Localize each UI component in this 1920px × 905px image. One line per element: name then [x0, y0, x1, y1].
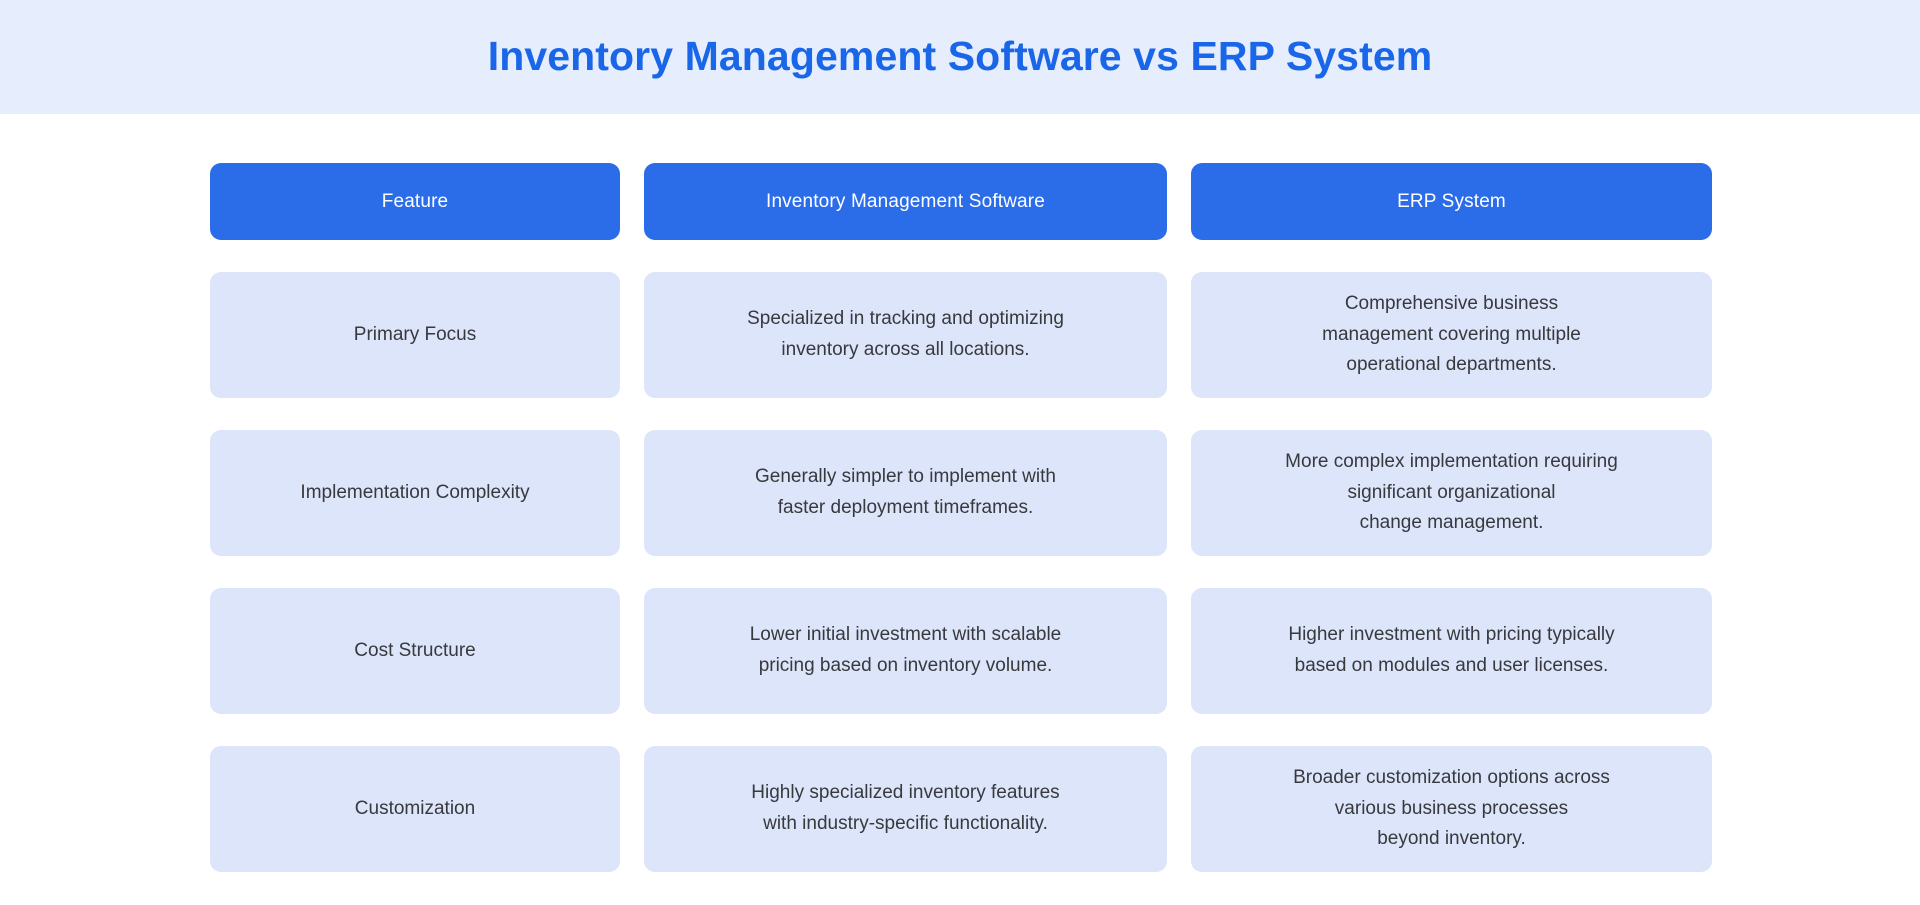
cell-text: Implementation Complexity — [300, 481, 530, 503]
table-row: Cost Structure Lower initial investment … — [210, 588, 1712, 714]
cell-text: Cost Structure — [354, 639, 476, 661]
cell-erp-implementation-complexity[interactable]: More complex implementation requiring si… — [1191, 430, 1712, 556]
table-row: Implementation Complexity Generally simp… — [210, 430, 1712, 556]
cell-erp-customization[interactable]: Broader customization options across var… — [1191, 746, 1712, 872]
column-header-inventory-management-software[interactable]: Inventory Management Software — [644, 163, 1167, 240]
title-banner: Inventory Management Software vs ERP Sys… — [0, 0, 1920, 114]
cell-inventory-implementation-complexity[interactable]: Generally simpler to implement with fast… — [644, 430, 1167, 556]
page-title: Inventory Management Software vs ERP Sys… — [487, 33, 1433, 80]
comparison-table: Feature Inventory Management Software ER… — [210, 163, 1712, 872]
cell-feature-primary-focus[interactable]: Primary Focus — [210, 272, 620, 398]
cell-text: Higher investment with pricing typically… — [1288, 624, 1615, 676]
table-row: Primary Focus Specialized in tracking an… — [210, 272, 1712, 398]
cell-text: Customization — [354, 797, 476, 819]
cell-inventory-primary-focus[interactable]: Specialized in tracking and optimizing i… — [644, 272, 1167, 398]
cell-feature-cost-structure[interactable]: Cost Structure — [210, 588, 620, 714]
column-header-erp-system[interactable]: ERP System — [1191, 163, 1712, 240]
column-header-feature[interactable]: Feature — [210, 163, 620, 240]
column-header-feature-label: Feature — [381, 190, 449, 212]
cell-feature-customization[interactable]: Customization — [210, 746, 620, 872]
cell-text: Broader customization options across var… — [1293, 766, 1610, 850]
cell-text: Specialized in tracking and optimizing i… — [747, 308, 1064, 360]
cell-text: Generally simpler to implement with fast… — [755, 466, 1056, 518]
cell-erp-cost-structure[interactable]: Higher investment with pricing typically… — [1191, 588, 1712, 714]
cell-erp-primary-focus[interactable]: Comprehensive business management coveri… — [1191, 272, 1712, 398]
comparison-table-container: Feature Inventory Management Software ER… — [0, 114, 1920, 872]
cell-text: More complex implementation requiring si… — [1285, 450, 1618, 534]
cell-inventory-cost-structure[interactable]: Lower initial investment with scalable p… — [644, 588, 1167, 714]
table-row: Customization Highly specialized invento… — [210, 746, 1712, 872]
cell-text: Primary Focus — [353, 323, 477, 345]
table-header-row: Feature Inventory Management Software ER… — [210, 163, 1712, 240]
cell-inventory-customization[interactable]: Highly specialized inventory features wi… — [644, 746, 1167, 872]
cell-feature-implementation-complexity[interactable]: Implementation Complexity — [210, 430, 620, 556]
cell-text: Highly specialized inventory features wi… — [751, 782, 1060, 834]
cell-text: Comprehensive business management coveri… — [1322, 292, 1581, 376]
cell-text: Lower initial investment with scalable p… — [749, 624, 1062, 676]
column-header-erp-label: ERP System — [1397, 190, 1506, 212]
column-header-inventory-label: Inventory Management Software — [766, 190, 1045, 212]
